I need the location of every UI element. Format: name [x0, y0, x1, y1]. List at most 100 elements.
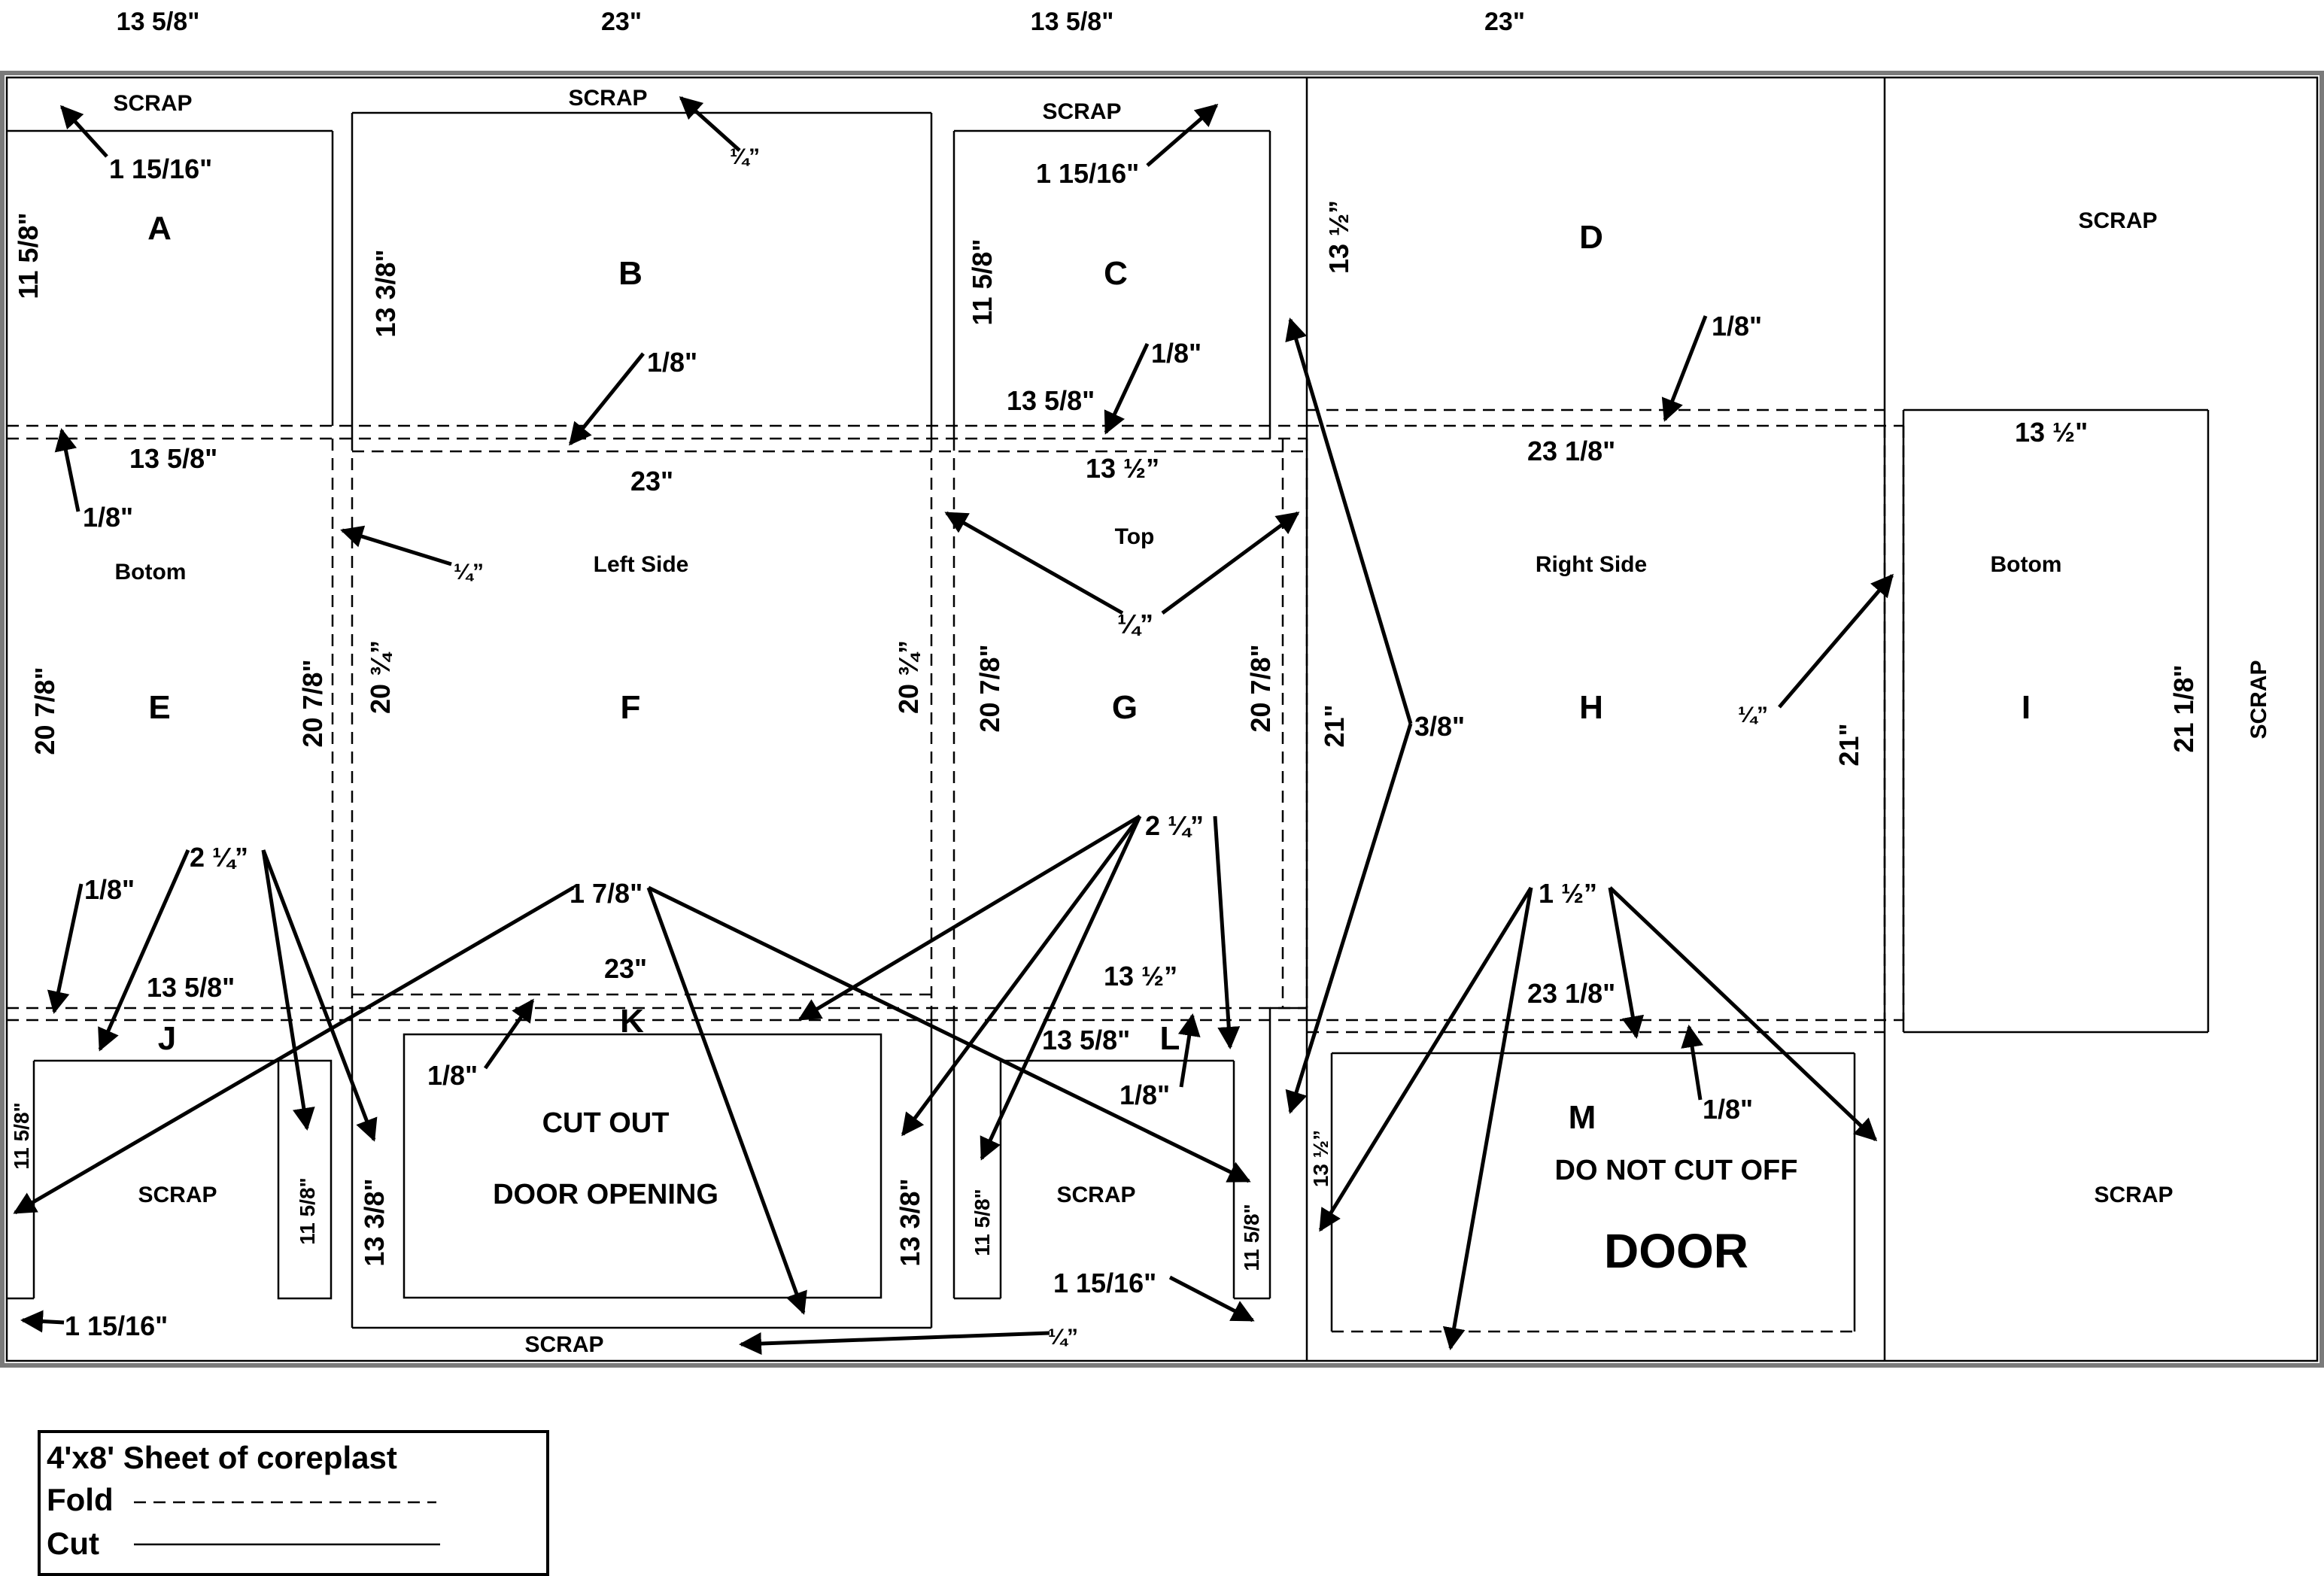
leader-arrows	[13, 96, 1894, 1356]
scrap-label: SCRAP	[1056, 1183, 1135, 1207]
dim-label: ¼”	[1738, 703, 1768, 727]
dim-label: 1/8"	[83, 502, 133, 533]
legend-cut-label: Cut	[47, 1526, 99, 1561]
side-name-bottom-left: Botom	[115, 560, 187, 585]
dim-label: 1/8"	[647, 347, 697, 378]
scrap-label: SCRAP	[2078, 208, 2157, 233]
legend: 4'x8' Sheet of coreplast Fold Cut	[38, 1430, 549, 1576]
side-name-top: Top	[1115, 524, 1155, 549]
dim-label: 2 ¼”	[190, 842, 248, 873]
dim-label: 1/8"	[1119, 1080, 1170, 1110]
dim-label: 20 7/8"	[297, 659, 328, 747]
dim-label: 1/8"	[84, 874, 135, 905]
dim-label: 1 15/16"	[1053, 1268, 1156, 1298]
scrap-label: SCRAP	[2094, 1183, 2173, 1207]
top-dim-4: 23"	[1484, 8, 1525, 36]
panel-letter-k: K	[620, 1003, 644, 1040]
dim-label: 13 3/8"	[895, 1178, 925, 1266]
scrap-label: SCRAP	[1042, 99, 1121, 124]
dim-label: 11 5/8"	[1240, 1204, 1263, 1271]
dim-label: 11 5/8"	[13, 212, 44, 299]
dim-label: 13 5/8"	[1007, 385, 1095, 416]
door-opening-cutout	[403, 1033, 883, 1299]
dim-label: 13 ½”	[1086, 453, 1159, 484]
dim-label: 20 ¾”	[365, 640, 396, 714]
fold-lines	[7, 408, 1905, 1333]
dim-label: 11 5/8"	[10, 1102, 33, 1170]
side-name-right-side: Right Side	[1536, 552, 1647, 577]
dim-label: 21 1/8"	[2168, 664, 2199, 752]
dim-label: ¼”	[454, 560, 484, 585]
panel-letter-e: E	[148, 689, 170, 726]
vertical-dimension-labels: 11 5/8" 13 3/8" 11 5/8" 13 ½” 20 7/8" 20…	[10, 200, 2199, 1271]
scrap-label: SCRAP	[568, 86, 647, 111]
dim-label: 21"	[1833, 723, 1864, 766]
panel-letter-b: B	[618, 255, 643, 292]
dim-label: 13 ½”	[1323, 200, 1354, 274]
panel-letter-a: A	[147, 210, 172, 247]
dim-label: 13 3/8"	[370, 249, 401, 337]
dim-label: 23 1/8"	[1527, 436, 1615, 466]
cutout-door-labels: CUT OUT DOOR OPENING DO NOT CUT OFF DOOR	[493, 1107, 1797, 1278]
dim-label: 11 5/8"	[971, 1189, 994, 1256]
dim-label: 11 5/8"	[296, 1177, 319, 1245]
dim-label: 11 5/8"	[967, 238, 998, 325]
dim-label: 1 15/16"	[109, 153, 212, 184]
dim-label: ¼”	[1117, 609, 1153, 639]
dim-label: 1/8"	[1151, 338, 1201, 369]
legend-box	[38, 1430, 549, 1576]
scrap-labels: SCRAP SCRAP SCRAP SCRAP SCRAP SCRAP SCRA…	[113, 86, 2271, 1357]
cut-lines	[7, 111, 2210, 1329]
dim-label: 1/8"	[427, 1060, 478, 1091]
dim-label: 20 7/8"	[1245, 644, 1276, 732]
panel-letter-d: D	[1579, 219, 1603, 256]
dim-label: ¼”	[730, 144, 760, 169]
cutout-label-line1: CUT OUT	[542, 1107, 670, 1139]
top-dim-3: 13 5/8"	[1031, 8, 1114, 36]
dim-label: 1 ½”	[1539, 878, 1597, 909]
legend-title: 4'x8' Sheet of coreplast	[47, 1440, 397, 1475]
cutout-label-line2: DOOR OPENING	[493, 1179, 718, 1210]
side-names: Botom Left Side Top Right Side Botom	[115, 524, 2062, 585]
side-name-bottom-right: Botom	[1991, 552, 2062, 577]
panel-letter-c: C	[1104, 255, 1128, 292]
dim-label: 1/8"	[1712, 311, 1762, 342]
dim-label: 21"	[1319, 704, 1350, 747]
dim-label: 20 7/8"	[974, 644, 1005, 732]
dim-label: 13 5/8"	[1042, 1025, 1130, 1055]
dim-label: 1/8"	[1703, 1094, 1753, 1125]
panel-letter-j: J	[158, 1020, 176, 1057]
dim-label: 1 15/16"	[1036, 158, 1139, 189]
dim-label: 23"	[604, 953, 647, 984]
dim-label: 20 7/8"	[29, 667, 60, 755]
scrap-label: SCRAP	[138, 1183, 217, 1207]
dimension-labels: 1 15/16" ¼” 1 15/16" 1/8" 1/8" 1/8" 13 5…	[65, 144, 2088, 1350]
panel-letter-m: M	[1569, 1099, 1596, 1136]
panel-letters: A B C D E F G H I J K L M	[147, 210, 2031, 1136]
scrap-label: SCRAP	[2247, 660, 2271, 739]
sheet-frame-outer	[0, 71, 2324, 1368]
side-name-left-side: Left Side	[594, 552, 689, 577]
top-dim-1: 13 5/8"	[117, 8, 200, 36]
dim-label: 13 5/8"	[147, 972, 235, 1003]
legend-fold-label: Fold	[47, 1482, 114, 1517]
dim-label: 13 ½”	[1104, 961, 1177, 991]
dim-label: 1 7/8"	[570, 878, 643, 909]
panel-letter-l: L	[1160, 1020, 1180, 1057]
dim-label: 13 ½"	[2015, 417, 2088, 448]
panel-letter-f: F	[621, 689, 641, 726]
panel-letter-i: I	[2022, 689, 2031, 726]
panel-letter-g: G	[1112, 689, 1138, 726]
top-dimensions: 13 5/8" 23" 13 5/8" 23"	[117, 8, 1525, 36]
top-dim-2: 23"	[601, 8, 642, 36]
dim-label: 13 ½”	[1309, 1130, 1332, 1187]
dim-label: 13 5/8"	[129, 443, 217, 474]
dim-label: 13 3/8"	[359, 1178, 390, 1266]
sheet-frame-inner	[5, 76, 2319, 1362]
dim-label: 3/8"	[1414, 711, 1465, 742]
door-label-line1: DO NOT CUT OFF	[1555, 1155, 1798, 1186]
dim-label: 1 15/16"	[65, 1310, 168, 1341]
door-label-line2: DOOR	[1604, 1224, 1748, 1278]
scrap-label: SCRAP	[113, 91, 192, 116]
